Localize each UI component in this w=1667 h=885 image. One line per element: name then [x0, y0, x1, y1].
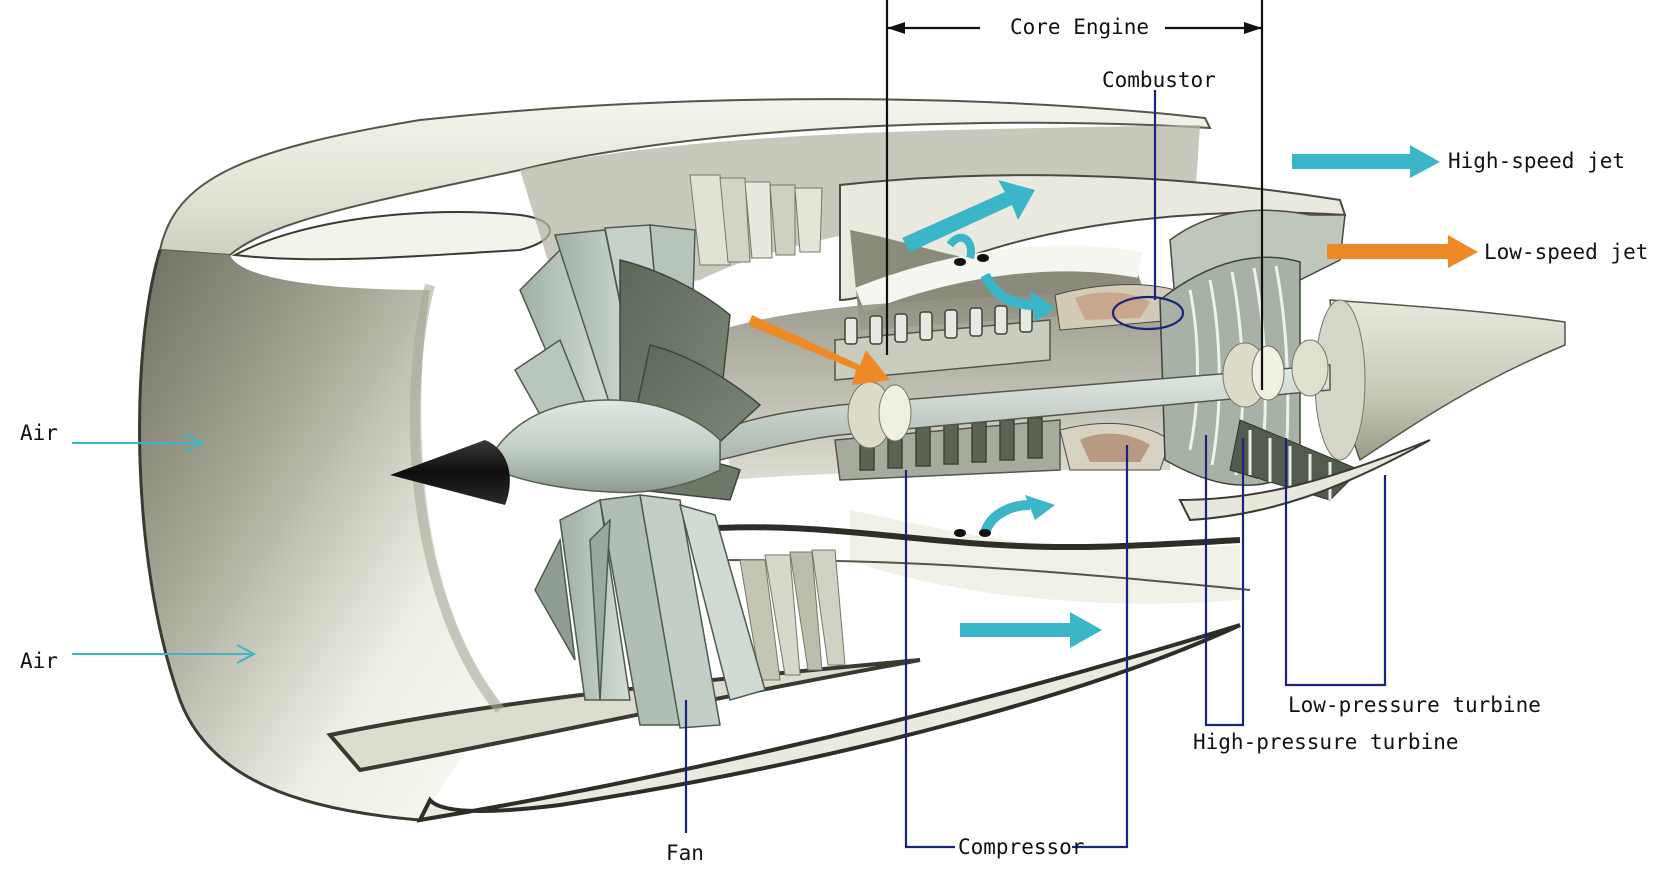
stator-vanes-upper [689, 174, 823, 266]
flow-arrows [72, 145, 1478, 664]
bypass-flow-arrow [960, 612, 1102, 648]
core-casing [720, 284, 1176, 481]
leader-lines [684, 90, 1387, 849]
core-engine-dimension [885, 0, 1264, 390]
compressor-bracket [904, 470, 955, 849]
main-shaft [719, 339, 1331, 461]
core-engine-label: Core Engine [1010, 15, 1149, 39]
low-speed-jet-arrow [1327, 235, 1478, 268]
bleed-arrow-down [980, 272, 1036, 310]
low-pressure-turbine-bracket [1284, 438, 1387, 687]
bleed-arrow-upper [946, 233, 975, 260]
compressor-label: Compressor [958, 835, 1084, 859]
air-arrow-lower [72, 644, 257, 664]
air-label-lower: Air [20, 649, 58, 673]
nacelle [138, 98, 1241, 823]
high-pressure-turbine-bracket [1204, 435, 1245, 727]
air-label-upper: Air [20, 421, 58, 445]
stator-vanes-lower [739, 549, 846, 681]
bypass-split-arrow [902, 180, 1035, 252]
core-inflow-arrow [748, 315, 890, 385]
high-speed-jet-label: High-speed jet [1448, 149, 1625, 173]
fan-label: Fan [666, 841, 704, 865]
bleed-arrow-lower [980, 500, 1031, 535]
nose-cone [390, 440, 510, 505]
high-pressure-turbine-label: High-pressure turbine [1193, 730, 1459, 754]
compressor-stages [844, 303, 1043, 471]
low-speed-jet-label: Low-speed jet [1484, 240, 1648, 264]
spinner-hub [494, 399, 721, 494]
combustor-highlight [1111, 295, 1185, 331]
air-arrow-upper [72, 433, 205, 453]
high-speed-jet-arrow [1292, 145, 1440, 178]
low-pressure-turbine-label: Low-pressure turbine [1288, 693, 1541, 717]
combustor-label: Combustor [1102, 68, 1216, 92]
